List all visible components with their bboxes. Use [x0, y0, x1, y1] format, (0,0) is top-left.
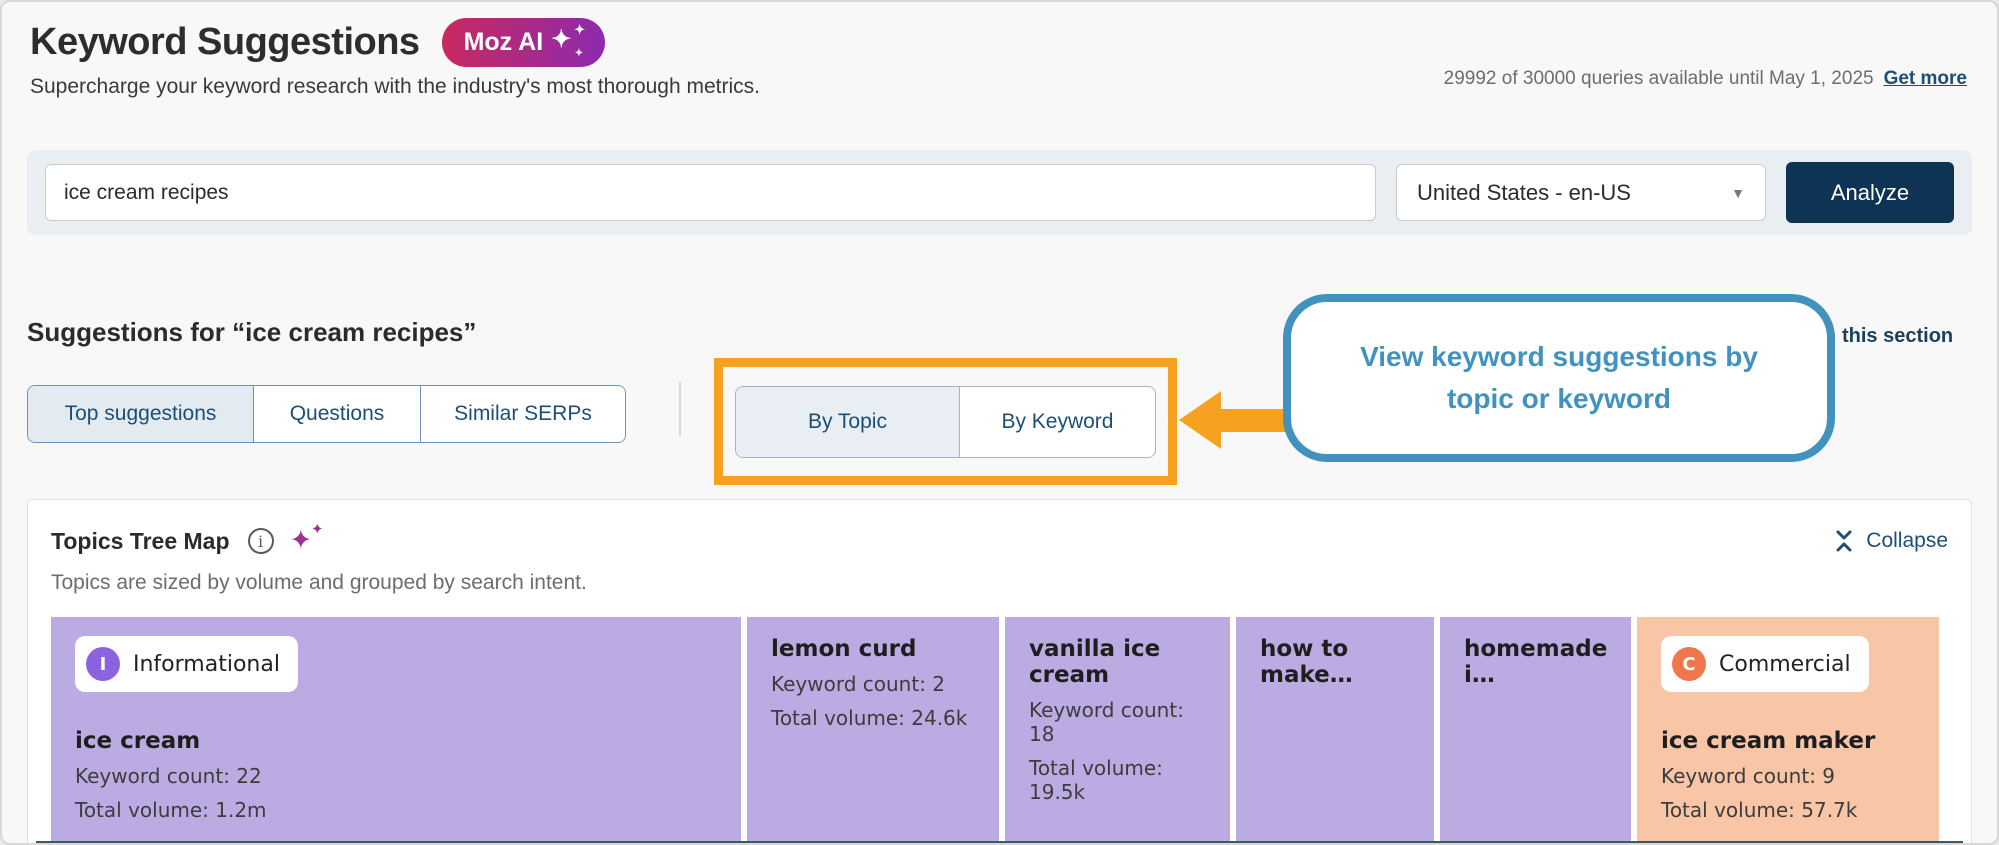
tile-name: vanilla ice cream: [1029, 636, 1161, 688]
moz-ai-badge-label: Moz AI: [463, 27, 544, 56]
commercial-intent-icon: C: [1672, 647, 1706, 681]
tile-total-volume: Total volume: 24.6k: [771, 706, 968, 730]
locale-selected-value: United States - en-US: [1417, 179, 1631, 205]
bottom-divider: [36, 841, 1963, 843]
collapse-label: Collapse: [1866, 529, 1948, 552]
moz-ai-badge: Moz AI ✦✦✦: [441, 18, 606, 67]
treemap-tile-ice-cream[interactable]: I Informational ice cream Keyword count:…: [51, 617, 741, 843]
tile-name: ice cream: [75, 728, 201, 754]
tile-keyword-count: Keyword count: 22: [75, 764, 262, 788]
toggle-by-topic[interactable]: By Topic: [736, 386, 959, 457]
partial-link-text[interactable]: this section: [1842, 325, 1954, 347]
treemap-title: Topics Tree Map: [51, 527, 230, 554]
annotation-callout: View keyword suggestions by topic or key…: [1283, 294, 1835, 462]
toggle-by-keyword[interactable]: By Keyword: [958, 386, 1155, 457]
tile-name: homemade i…: [1464, 636, 1608, 688]
treemap-tile-homemade[interactable]: homemade i…: [1440, 617, 1631, 843]
tile-name: ice cream maker: [1661, 728, 1876, 754]
treemap-tile-lemon-curd[interactable]: lemon curd Keyword count: 2 Total volume…: [747, 617, 999, 843]
tile-keyword-count: Keyword count: 2: [771, 672, 946, 696]
view-mode-toggle: By Topic By Keyword: [735, 385, 1156, 458]
info-icon[interactable]: i: [247, 528, 274, 554]
tile-total-volume: Total volume: 1.2m: [75, 798, 267, 822]
treemap-tile-vanilla-ice-cream[interactable]: vanilla ice cream Keyword count: 18 Tota…: [1005, 617, 1230, 843]
page-title: Keyword Suggestions: [30, 21, 420, 63]
tile-name: how to make…: [1260, 636, 1353, 688]
callout-text: View keyword suggestions by topic or key…: [1360, 341, 1758, 414]
tab-top-suggestions[interactable]: Top suggestions: [28, 386, 253, 442]
search-bar: United States - en-US ▼ Analyze: [27, 150, 1972, 235]
page-header: Keyword Suggestions Moz AI ✦✦✦ Superchar…: [2, 2, 1997, 150]
keyword-search-input[interactable]: [45, 164, 1376, 221]
topics-tree-map-card: Topics Tree Map i ✦✦ Collapse Topics are…: [27, 499, 1972, 843]
collapse-button[interactable]: Collapse: [1834, 529, 1948, 553]
tabs-divider: [679, 382, 681, 436]
informational-intent-icon: I: [86, 647, 120, 681]
get-more-link[interactable]: Get more: [1883, 68, 1967, 89]
suggestions-controls: Suggestions for “ice cream recipes” Top …: [2, 235, 1997, 499]
annotation-highlight-box: By Topic By Keyword: [714, 358, 1177, 485]
annotation-arrow-icon: [1179, 391, 1287, 449]
intent-badge-informational: I Informational: [75, 636, 298, 692]
treemap-tile-ice-cream-maker[interactable]: C Commercial ice cream maker Keyword cou…: [1637, 617, 1939, 843]
tile-total-volume: Total volume: 57.7k: [1661, 798, 1858, 822]
quota-text: 29992 of 30000 queries available until M…: [1443, 68, 1874, 89]
sparkles-icon: ✦✦✦: [551, 22, 586, 59]
collapse-icon: [1836, 530, 1852, 552]
page-subtitle: Supercharge your keyword research with t…: [30, 75, 760, 98]
chevron-down-icon: ▼: [1731, 184, 1745, 201]
tab-questions[interactable]: Questions: [253, 386, 420, 442]
ai-sparkles-icon: ✦✦: [289, 521, 324, 555]
tile-name: lemon curd: [771, 636, 917, 662]
suggestions-heading: Suggestions for “ice cream recipes”: [27, 317, 477, 347]
locale-select[interactable]: United States - en-US ▼: [1396, 164, 1766, 221]
tile-keyword-count: Keyword count: 18: [1029, 698, 1184, 746]
quota-status: 29992 of 30000 queries available until M…: [1444, 68, 1967, 90]
intent-badge-commercial: C Commercial: [1661, 636, 1869, 692]
tab-similar-serps[interactable]: Similar SERPs: [420, 386, 625, 442]
treemap: I Informational ice cream Keyword count:…: [51, 617, 1948, 843]
treemap-description: Topics are sized by volume and grouped b…: [51, 571, 587, 594]
suggestion-type-tabs: Top suggestions Questions Similar SERPs: [27, 385, 626, 443]
tile-keyword-count: Keyword count: 9: [1661, 764, 1836, 788]
treemap-tile-how-to-make[interactable]: how to make…: [1236, 617, 1434, 843]
analyze-button[interactable]: Analyze: [1786, 162, 1954, 223]
tile-total-volume: Total volume: 19.5k: [1029, 756, 1163, 804]
